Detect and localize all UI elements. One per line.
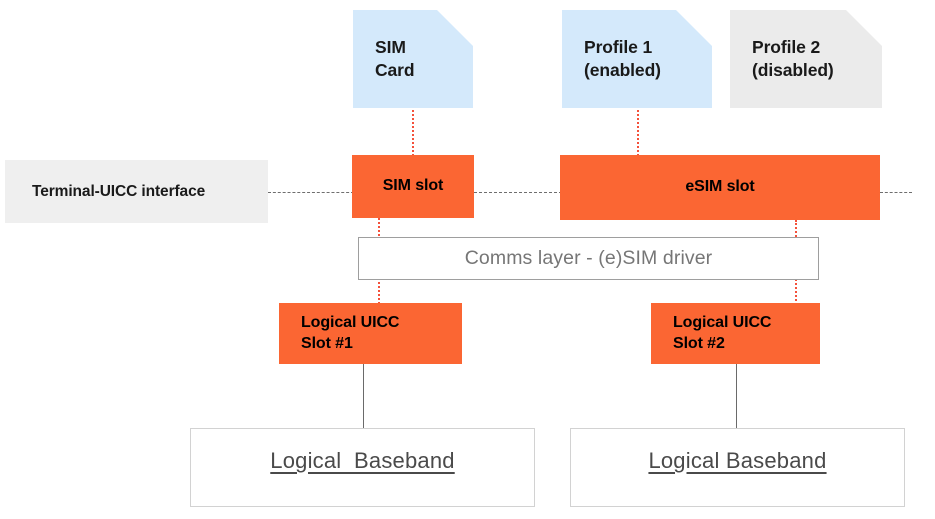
profile-2-node[interactable]: Profile 2 (disabled) [730, 10, 882, 108]
connector-sim-card-to-sim-slot [412, 110, 414, 156]
connector-interface-to-sim-slot [268, 192, 354, 193]
logical-uicc-slot-1-node[interactable]: Logical UICC Slot #1 [279, 303, 462, 364]
sim-slot-label: SIM slot [382, 177, 444, 195]
connector-esim-slot-to-edge [880, 192, 912, 193]
comms-layer-node[interactable]: Comms layer - (e)SIM driver [358, 237, 819, 280]
connector-profile1-to-esim-slot [637, 110, 639, 156]
connector-uicc-slot-1-to-baseband-1 [363, 364, 364, 429]
esim-slot-node[interactable]: eSIM slot [560, 155, 880, 220]
esim-slot-label: eSIM slot [685, 178, 755, 196]
logical-baseband-1-node[interactable]: Logical Baseband [190, 428, 535, 507]
terminal-uicc-interface-node: Terminal-UICC interface [5, 160, 268, 223]
connector-uicc-slot-2-to-baseband-2 [736, 364, 737, 429]
sim-card-label: SIM Card [375, 36, 415, 80]
logical-baseband-2-node[interactable]: Logical Baseband [570, 428, 905, 507]
logical-baseband-2-label: Logical Baseband [648, 448, 827, 473]
terminal-uicc-interface-label: Terminal-UICC interface [32, 182, 206, 200]
logical-uicc-slot-2-label: Logical UICC Slot #2 [673, 313, 772, 352]
profile-2-label: Profile 2 (disabled) [752, 36, 834, 80]
logical-uicc-slot-2-node[interactable]: Logical UICC Slot #2 [651, 303, 820, 364]
sim-card-node[interactable]: SIM Card [353, 10, 473, 108]
connector-sim-slot-to-esim-slot [474, 192, 562, 193]
logical-baseband-1-label: Logical Baseband [270, 448, 455, 473]
profile-1-label: Profile 1 (enabled) [584, 36, 661, 80]
comms-layer-label: Comms layer - (e)SIM driver [464, 247, 713, 269]
sim-slot-node[interactable]: SIM slot [352, 155, 474, 218]
profile-1-node[interactable]: Profile 1 (enabled) [562, 10, 712, 108]
logical-uicc-slot-1-label: Logical UICC Slot #1 [301, 313, 400, 352]
